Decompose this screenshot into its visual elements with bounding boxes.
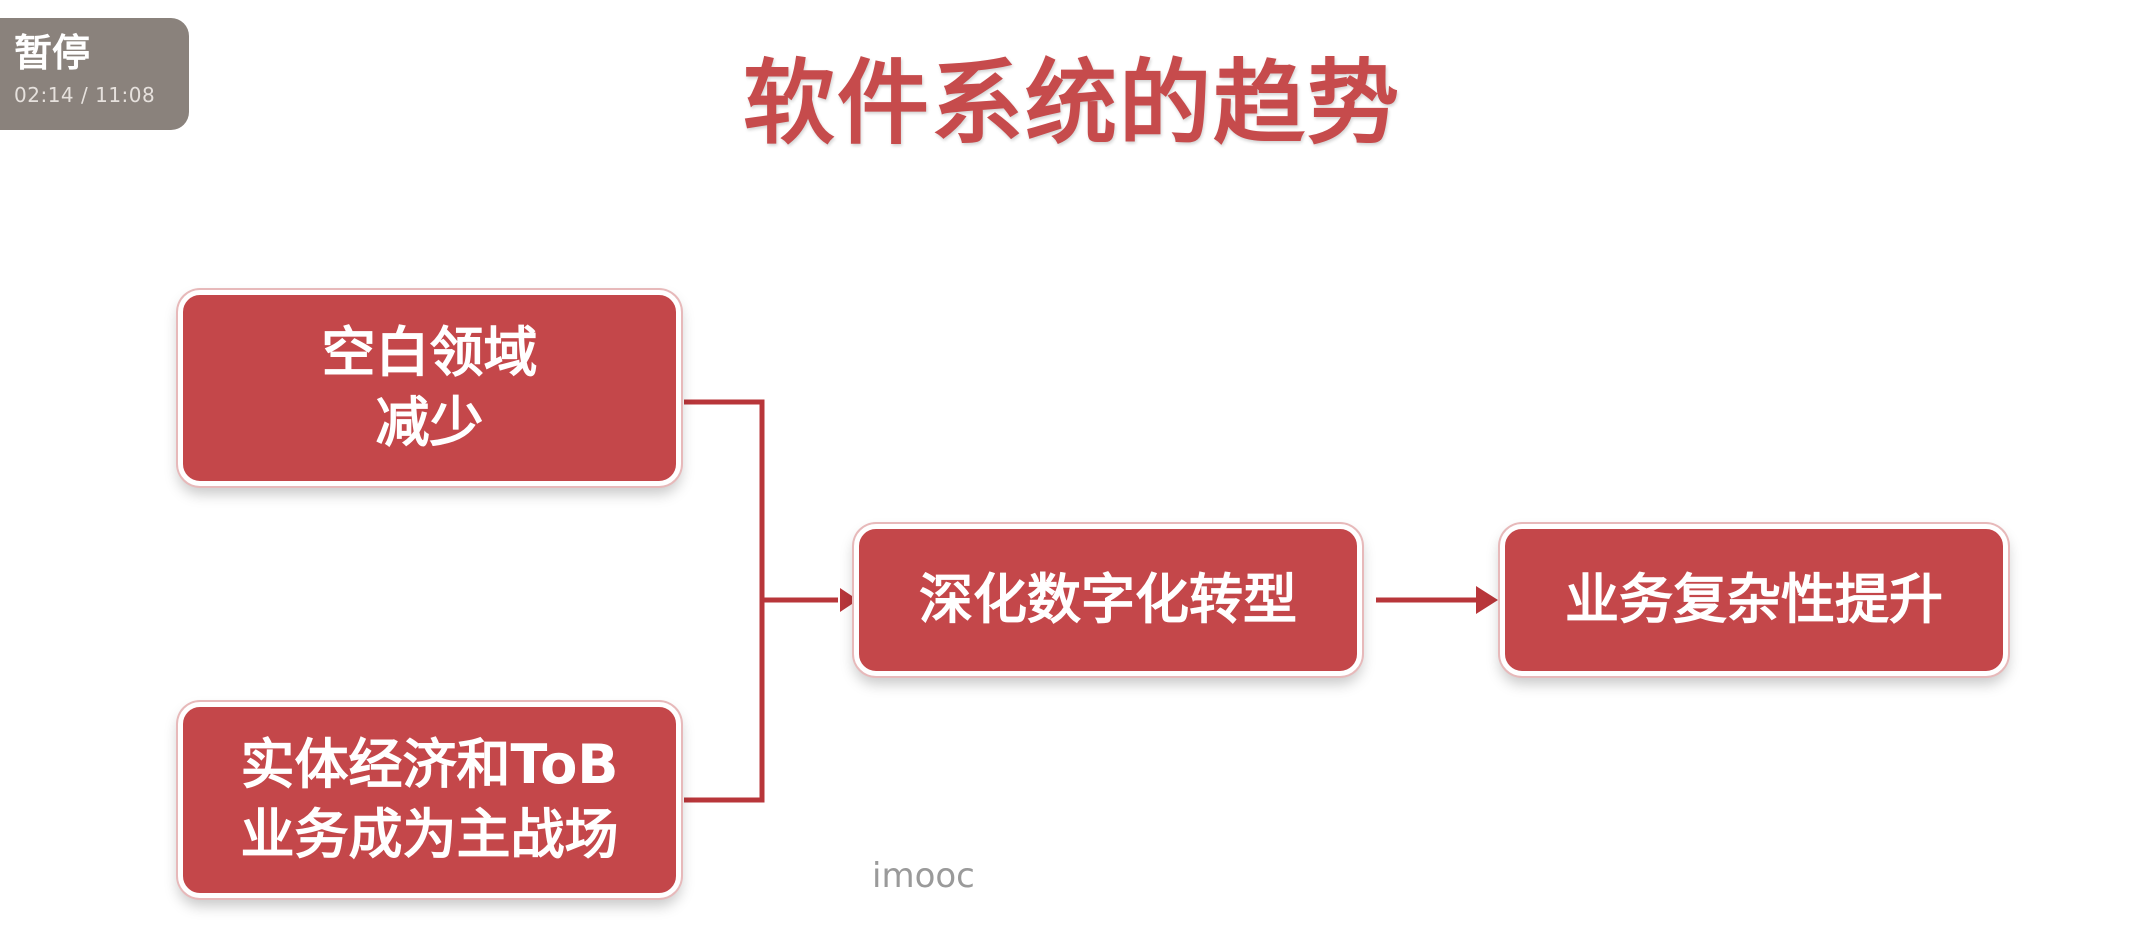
playback-time-readout: 02:14 / 11:08 bbox=[14, 83, 156, 107]
arrowhead-to-middle bbox=[840, 588, 858, 612]
node-blank-areas-shrinking: 空白领域 减少 bbox=[178, 290, 681, 486]
node-real-economy-tob: 实体经济和ToB 业务成为主战场 bbox=[178, 702, 681, 898]
node-label: 深化数字化转型 bbox=[919, 568, 1297, 631]
node-business-complexity: 业务复杂性提升 bbox=[1500, 524, 2008, 676]
arrowhead-to-right bbox=[1476, 586, 1498, 614]
connector-bottom-to-merge bbox=[684, 600, 765, 803]
connector-top-to-merge bbox=[684, 399, 838, 603]
node-label: 实体经济和ToB 业务成为主战场 bbox=[240, 733, 619, 866]
pause-status-badge[interactable]: 暂停 02:14 / 11:08 bbox=[0, 18, 189, 130]
node-digital-transformation: 深化数字化转型 bbox=[854, 524, 1362, 676]
imooc-watermark: imooc bbox=[872, 856, 975, 896]
node-label: 空白领域 减少 bbox=[321, 321, 538, 454]
slide-title: 软件系统的趋势 bbox=[742, 50, 1401, 157]
pause-label: 暂停 bbox=[14, 31, 91, 75]
node-label: 业务复杂性提升 bbox=[1565, 568, 1943, 631]
